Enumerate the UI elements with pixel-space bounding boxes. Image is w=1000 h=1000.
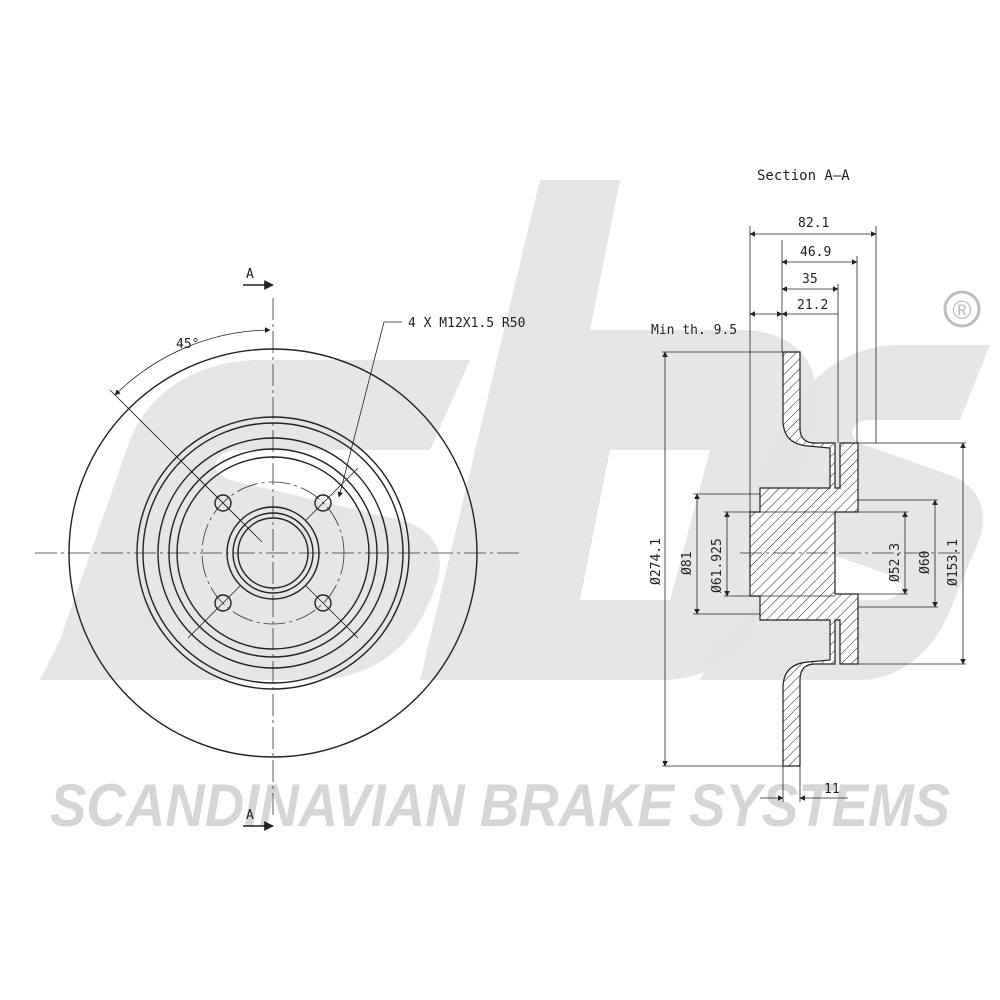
brand-line-watermark: SCANDINAVIAN BRAKE SYSTEMS (50, 772, 950, 839)
svg-text:®: ® (952, 295, 971, 325)
dim-dia-1531: Ø153.1 (946, 539, 961, 586)
disc-section-view (662, 226, 966, 802)
dim-dia-61925: Ø61.925 (710, 538, 725, 593)
section-marker-top: A (246, 267, 254, 282)
dim-width-3: 35 (802, 272, 818, 287)
dim-min-thickness: Min th. 9.5 (651, 323, 737, 338)
registered-mark: ® (943, 290, 981, 328)
angle-label: 45° (176, 337, 199, 352)
bolt-holes (214, 494, 332, 612)
dim-dia-60: Ø60 (918, 551, 933, 574)
dim-width-4: 21.2 (797, 298, 828, 313)
section-marker-bottom: A (246, 808, 254, 823)
section-title: Section A–A (757, 168, 850, 184)
section-profile (749, 351, 859, 767)
dim-thickness-bottom: 11 (824, 782, 840, 797)
dim-dia-523: Ø52.3 (888, 543, 903, 582)
bolt-callout: 4 X M12X1.5 R50 (408, 316, 525, 331)
dim-overall-width: 82.1 (798, 216, 829, 231)
dim-dia-81: Ø81 (680, 552, 695, 575)
dim-dia-outer: Ø274.1 (649, 538, 664, 585)
disc-front-view (35, 280, 520, 831)
dim-width-2: 46.9 (800, 245, 831, 260)
